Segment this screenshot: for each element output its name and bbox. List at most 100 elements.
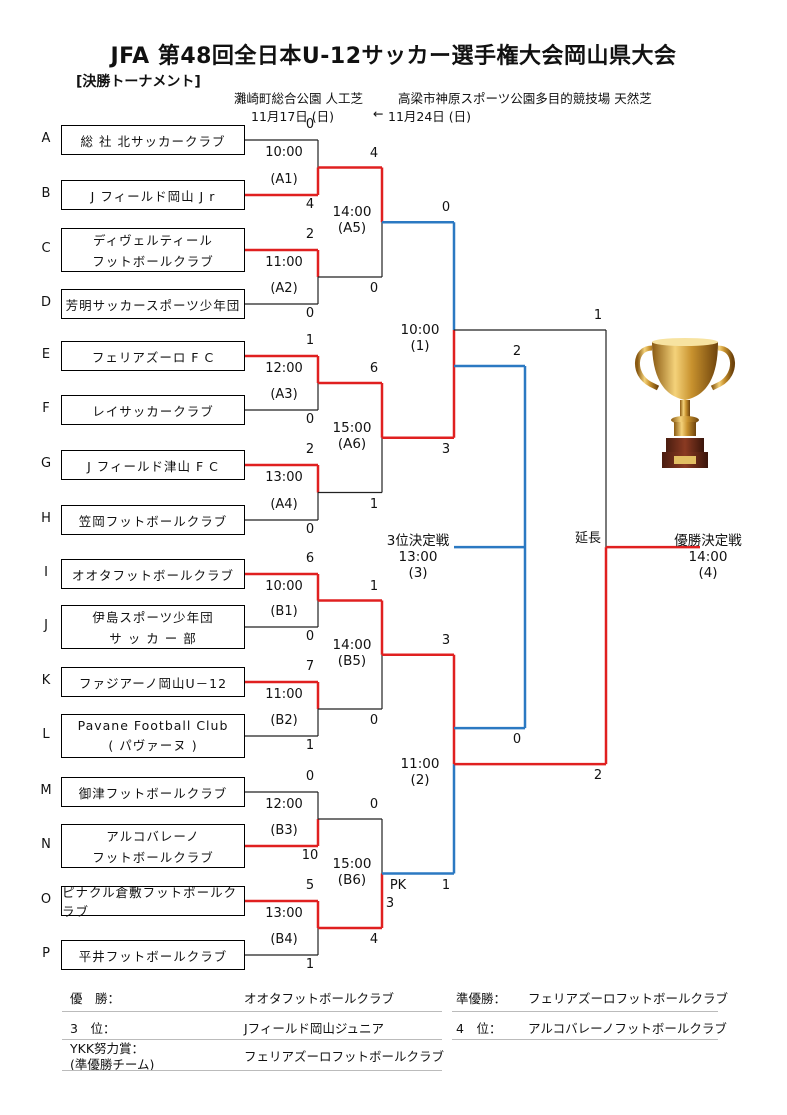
team-letter: O [40,892,52,907]
runner-up-name: フェリアズーロフットボールクラブ [528,991,729,1006]
round1-score-top: 0 [305,769,315,784]
round1-code: (B4) [270,932,298,947]
semi-score-bottom: 3 [441,441,451,457]
round2-pk-score: 3 [385,895,395,911]
round1-time: 12:00 [265,797,303,812]
team-letter: L [42,727,50,742]
final-note: 延長 [574,531,601,547]
final-score-top: 1 [593,308,603,323]
round1-code: (A3) [270,387,298,402]
semi-time-code: 11:00(2) [392,756,448,788]
team-name: フェリアズーロ F C [91,349,215,365]
team-box: アルコバレーノフットボールクラブ [61,824,245,868]
fourth-label: 4 位： [456,1021,502,1036]
team-name: 御津フットボールクラブ [78,785,228,801]
team-letter: A [41,131,51,146]
round1-time: 10:00 [265,579,303,594]
round1-time: 12:00 [265,361,303,376]
result-divider [62,1039,442,1040]
venue-second-arrow: ← [373,106,384,121]
team-letter: C [41,241,51,256]
round2-code: (B6) [337,871,367,888]
round1-score-bottom: 0 [305,412,315,427]
team-letter: P [42,946,50,961]
round2-time: 15:00 [332,419,372,436]
semi-code: (2) [410,772,430,789]
semi-code: (1) [410,338,430,354]
team-name: J フィールド岡山 J r [90,188,216,204]
round1-code: (A4) [270,497,298,512]
round1-score-bottom: 1 [305,738,315,753]
team-name: フットボールクラブ [92,253,214,269]
ykk-name: フェリアズーロフットボールクラブ [244,1049,445,1064]
team-box: 芳明サッカースポーツ少年団 [61,289,245,319]
team-letter: N [41,837,51,852]
team-box: フェリアズーロ F C [61,341,245,371]
venue-first-date: 11月17日 (日) [251,109,335,124]
round1-score-bottom: 0 [305,522,315,537]
round2-score-bottom: 0 [369,713,379,728]
round1-score-top: 2 [305,442,315,457]
team-box: J フィールド岡山 J r [61,180,245,210]
round1-score-bottom: 0 [305,306,315,321]
semi-time: 10:00 [400,322,440,338]
team-name: サ ッ カ ー 部 [109,630,197,646]
team-box: 御津フットボールクラブ [61,777,245,807]
round2-code: (B5) [337,652,367,669]
team-name: 伊島スポーツ少年団 [92,610,214,626]
team-name: 笠岡フットボールクラブ [78,513,228,529]
team-name: ファジアーノ岡山U－12 [78,675,228,691]
round2-score-top: 0 [369,797,379,812]
trophy-icon [630,334,740,474]
round1-score-bottom: 0 [305,629,315,644]
final-score-bottom: 2 [593,768,603,784]
team-letter: E [41,347,51,362]
round1-score-top: 0 [305,117,315,132]
semi-score-top: 0 [441,200,451,216]
team-name: オオタフットボールクラブ [71,567,234,583]
section-subtitle: [決勝トーナメント] [76,74,201,90]
ykk-sublabel: (準優勝チーム) [70,1057,155,1072]
team-box: 伊島スポーツ少年団サ ッ カ ー 部 [61,605,245,649]
semi-time: 11:00 [400,756,440,773]
round1-time: 10:00 [265,145,303,160]
team-box: J フィールド津山 F C [61,450,245,480]
third-title: 3位決定戦 [386,533,450,550]
team-box: レイサッカークラブ [61,395,245,425]
champion-label: 優 勝： [70,991,121,1006]
round2-time: 14:00 [332,204,372,221]
round2-score-top: 4 [369,145,379,161]
result-divider [62,1011,442,1012]
third-time: 13:00 [398,549,438,566]
round2-time-code: 15:00(B6) [324,856,380,888]
round1-score-top: 1 [305,333,315,348]
team-letter: G [40,456,52,471]
round1-score-top: 7 [305,659,315,674]
final-title: 優勝決定戦 [674,533,742,550]
round2-score-top: 1 [369,578,379,594]
page-title: JFA 第48回全日本U-12サッカー選手権大会岡山県大会 [110,44,677,69]
round1-score-bottom: 1 [305,957,315,972]
round1-score-bottom: 10 [301,848,319,863]
round2-score-top: 6 [369,361,379,376]
semi-score-top: 3 [441,632,451,648]
team-name: 平井フットボールクラブ [78,948,228,964]
round1-score-bottom: 4 [305,197,315,212]
team-letter: J [44,618,48,633]
team-name: Pavane Football Club [77,717,229,733]
round1-code: (A2) [270,281,298,296]
team-name: フットボールクラブ [92,849,214,865]
round2-time-code: 14:00(B5) [324,637,380,669]
round1-score-top: 6 [305,551,315,566]
third-score-top: 2 [512,344,522,359]
team-box: ディヴェルティールフットボールクラブ [61,228,245,272]
team-letter: M [40,783,52,798]
final-code: (4) [698,565,718,582]
round1-time: 11:00 [265,687,303,702]
ykk-label: YKK努力賞： [70,1041,145,1056]
round2-time: 14:00 [332,636,372,653]
team-name: 総 社 北サッカークラブ [80,133,226,149]
round1-code: (B1) [270,604,298,619]
